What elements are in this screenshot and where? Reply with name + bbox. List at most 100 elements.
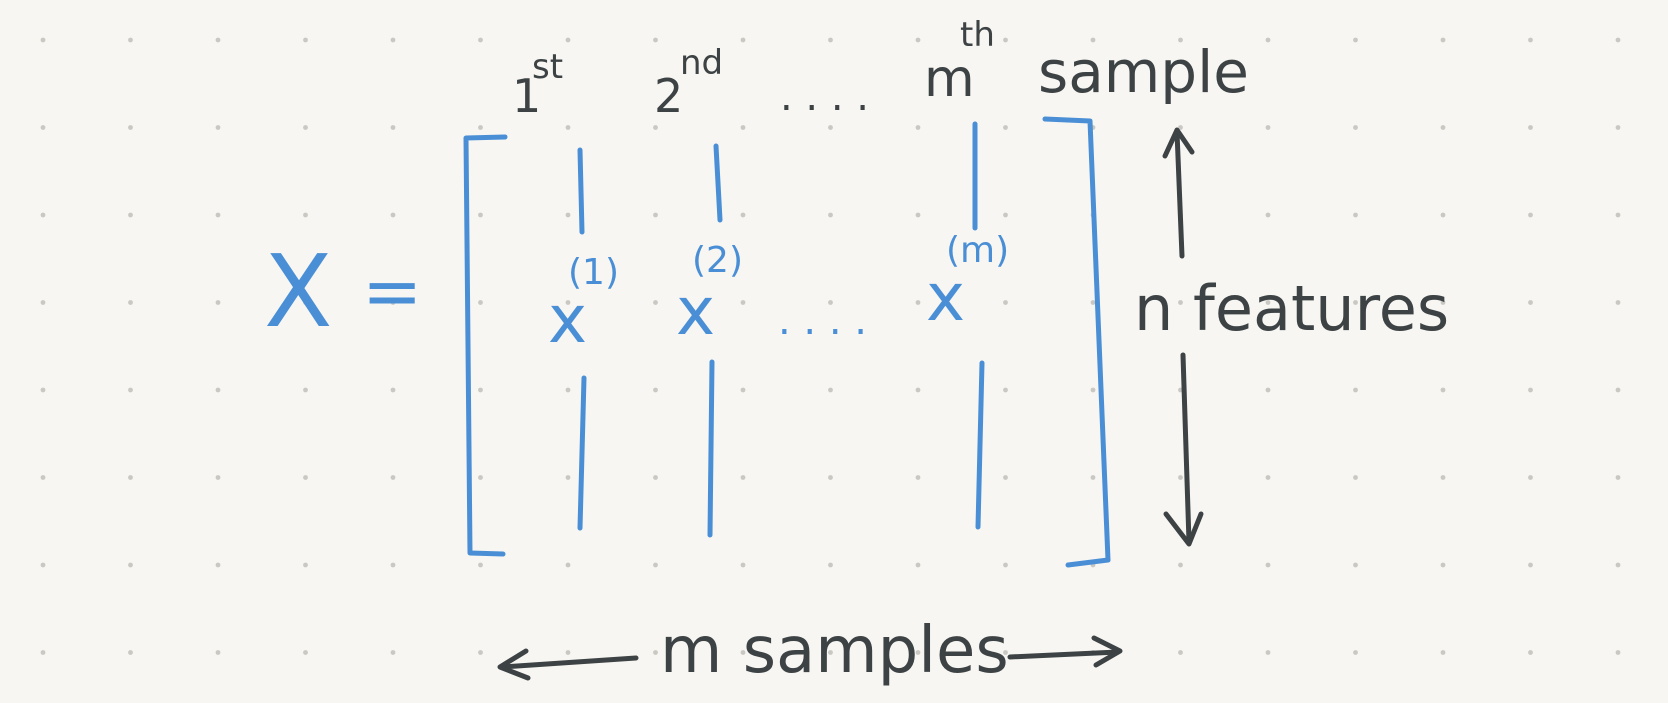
grid-dot <box>740 300 746 305</box>
grid-dot <box>1615 125 1621 130</box>
grid-dot <box>1090 387 1096 393</box>
grid-dot <box>1615 562 1621 568</box>
grid-dot <box>1440 212 1446 218</box>
grid-dot <box>1353 562 1358 568</box>
col-2-bar-top <box>713 143 723 223</box>
grid-dot <box>915 562 921 568</box>
col-m-symbol: x <box>926 259 965 336</box>
header-col-m-sup: th <box>960 15 995 55</box>
grid-dot <box>1265 125 1271 130</box>
matrix-name: X <box>264 233 333 350</box>
grid-dot <box>1090 37 1096 43</box>
grid-dot <box>915 212 921 218</box>
grid-dot <box>565 650 571 655</box>
grid-dot <box>1528 562 1533 568</box>
grid-dot <box>740 125 746 130</box>
header-col-1-base: 1 <box>512 69 541 123</box>
grid-dot <box>128 650 133 655</box>
grid-dot <box>1440 37 1446 43</box>
grid-dot <box>1615 650 1621 655</box>
grid-dot <box>565 475 571 480</box>
grid-dot <box>653 650 658 655</box>
grid-dot <box>303 125 308 130</box>
grid-dot <box>1440 562 1446 568</box>
grid-dot <box>1615 212 1621 218</box>
grid-dot <box>828 650 833 655</box>
grid-dot <box>478 125 483 130</box>
col-2-superscript: (2) <box>692 240 743 281</box>
grid-dot <box>653 37 658 43</box>
grid-dot <box>215 387 221 393</box>
grid-dot <box>40 475 46 480</box>
grid-dot <box>1003 212 1008 218</box>
grid-dot <box>915 125 921 130</box>
samples-arrow-left-shaft <box>499 655 639 670</box>
grid-dot <box>653 212 658 218</box>
grid-dot <box>1615 475 1621 480</box>
grid-dot <box>303 650 308 655</box>
grid-dot <box>40 37 46 43</box>
left-bracket <box>463 134 508 557</box>
grid-dot <box>215 125 221 130</box>
grid-dot <box>915 387 921 393</box>
header-dots: . . . . <box>780 74 869 120</box>
grid-dot <box>128 562 133 568</box>
dot-grid-background <box>40 37 1621 655</box>
grid-dot <box>303 37 308 43</box>
row-dots: . . . . <box>778 298 867 344</box>
grid-dot <box>390 212 396 218</box>
grid-dot <box>215 475 221 480</box>
right-bracket <box>1042 116 1111 568</box>
grid-dot <box>390 300 396 305</box>
grid-dot <box>1265 475 1271 480</box>
col-1-bar-bottom <box>577 375 587 531</box>
grid-dot <box>1090 300 1096 305</box>
grid-dot <box>128 125 133 130</box>
grid-dot <box>1265 650 1271 655</box>
samples-label: m samples <box>660 614 1009 688</box>
column-vectors <box>577 121 985 538</box>
matrix-label: X = <box>264 233 422 350</box>
column-headers: 1 st 2 nd . . . . m th sample <box>512 15 1249 123</box>
grid-dot <box>1178 562 1183 568</box>
grid-dot <box>1440 125 1446 130</box>
col-1-symbol: x <box>548 281 587 358</box>
grid-dot <box>740 212 746 218</box>
grid-dot <box>1528 650 1533 655</box>
grid-dot <box>1440 475 1446 480</box>
grid-dot <box>478 387 483 393</box>
grid-dot <box>1353 475 1358 480</box>
header-col-m-base: m <box>924 49 975 109</box>
grid-dot <box>1003 37 1008 43</box>
grid-dot <box>478 650 483 655</box>
grid-dot <box>1003 650 1008 655</box>
grid-dot <box>740 650 746 655</box>
grid-dot <box>1003 125 1008 130</box>
grid-dot <box>1178 475 1183 480</box>
header-col-2-base: 2 <box>654 69 683 123</box>
grid-dot <box>1528 125 1533 130</box>
grid-dot <box>478 212 483 218</box>
grid-dot <box>828 475 833 480</box>
grid-dot <box>390 475 396 480</box>
grid-dot <box>915 37 921 43</box>
grid-dot <box>40 650 46 655</box>
grid-dot <box>1353 125 1358 130</box>
features-arrow-down-shaft <box>1180 352 1192 545</box>
grid-dot <box>303 562 308 568</box>
grid-dot <box>1265 300 1271 305</box>
grid-dot <box>128 37 133 43</box>
grid-dot <box>653 300 658 305</box>
grid-dot <box>1615 37 1621 43</box>
grid-dot <box>1003 475 1008 480</box>
features-arrow-up-shaft <box>1174 129 1185 259</box>
grid-dot <box>1003 387 1008 393</box>
grid-dot <box>390 387 396 393</box>
grid-dot <box>915 650 921 655</box>
grid-dot <box>653 387 658 393</box>
grid-dot <box>390 650 396 655</box>
grid-dot <box>828 37 833 43</box>
grid-dot <box>303 300 308 305</box>
grid-dot <box>1528 300 1533 305</box>
